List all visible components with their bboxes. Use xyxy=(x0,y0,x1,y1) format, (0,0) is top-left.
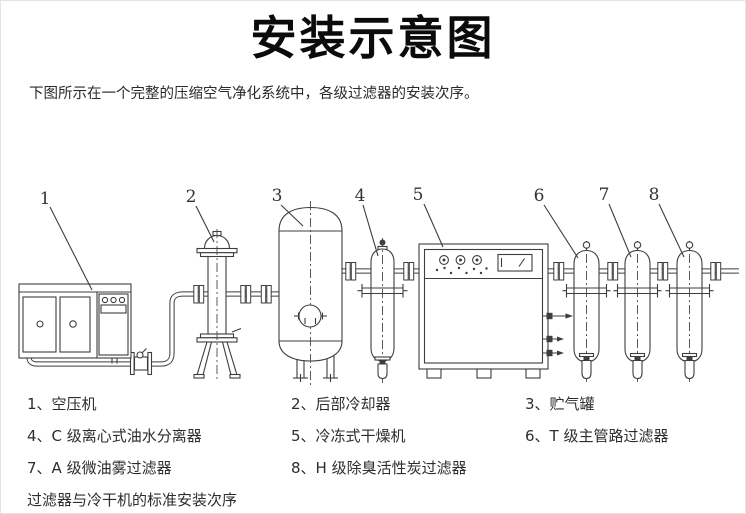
legend-item-4: 4、C 级离心式油水分离器 xyxy=(27,427,202,445)
air-receiver-tank xyxy=(278,201,343,385)
legend-footer: 过滤器与冷干机的标准安装次序 xyxy=(27,491,238,509)
callouts: 1 2 3 4 5 6 7 xyxy=(40,185,685,291)
callout-4: 4 xyxy=(355,186,379,257)
installation-diagram: 1 2 3 4 5 6 7 xyxy=(18,185,739,385)
main-line-filter xyxy=(561,240,612,384)
callout-1-label: 1 xyxy=(40,189,51,209)
callout-8: 8 xyxy=(649,185,685,258)
legend-grid: 1、空压机 2、后部冷却器 3、贮气罐 4、C 级离心式油水分离器 5、冷冻式干… xyxy=(27,393,745,478)
refrigerated-dryer xyxy=(418,243,573,379)
pipe-flanges xyxy=(193,262,722,304)
callout-2-label: 2 xyxy=(186,187,197,207)
callout-5: 5 xyxy=(413,185,444,248)
legend-item-7: 7、A 级微油雾过滤器 xyxy=(27,459,172,477)
air-compressor xyxy=(18,283,132,364)
callout-8-label: 8 xyxy=(649,185,660,205)
activated-carbon-filter xyxy=(664,240,715,384)
legend-item-3: 3、贮气罐 xyxy=(525,395,595,413)
callout-5-label: 5 xyxy=(413,185,424,205)
legend-item-1: 1、空压机 xyxy=(27,395,97,413)
callout-1: 1 xyxy=(40,189,93,291)
callout-2: 2 xyxy=(186,187,215,243)
callout-6-label: 6 xyxy=(534,186,545,206)
micro-oil-mist-filter xyxy=(612,240,663,384)
legend-item-2: 2、后部冷却器 xyxy=(291,395,391,413)
dryer-drain-ports xyxy=(543,312,573,357)
after-cooler xyxy=(193,229,242,379)
callout-4-label: 4 xyxy=(355,186,366,206)
intro-text: 下图所示在一个完整的压缩空气净化系统中，各级过滤器的安装次序。 xyxy=(29,86,479,103)
manhole xyxy=(298,304,322,328)
callout-7: 7 xyxy=(599,185,632,258)
dryer-gauge xyxy=(497,253,533,272)
callout-7-label: 7 xyxy=(599,185,610,205)
callout-3: 3 xyxy=(272,186,304,227)
legend-item-8: 8、H 级除臭活性炭过滤器 xyxy=(291,459,467,477)
callout-3-label: 3 xyxy=(272,186,283,206)
legend: 1、空压机 2、后部冷却器 3、贮气罐 4、C 级离心式油水分离器 5、冷冻式干… xyxy=(1,393,745,510)
callout-6: 6 xyxy=(534,186,579,259)
legend-item-5: 5、冷冻式干燥机 xyxy=(291,427,406,445)
oil-water-separator xyxy=(357,238,408,384)
legend-item-6: 6、T 级主管路过滤器 xyxy=(525,427,669,445)
drain-trap xyxy=(129,348,153,376)
page-title: 安装示意图 xyxy=(250,11,496,65)
